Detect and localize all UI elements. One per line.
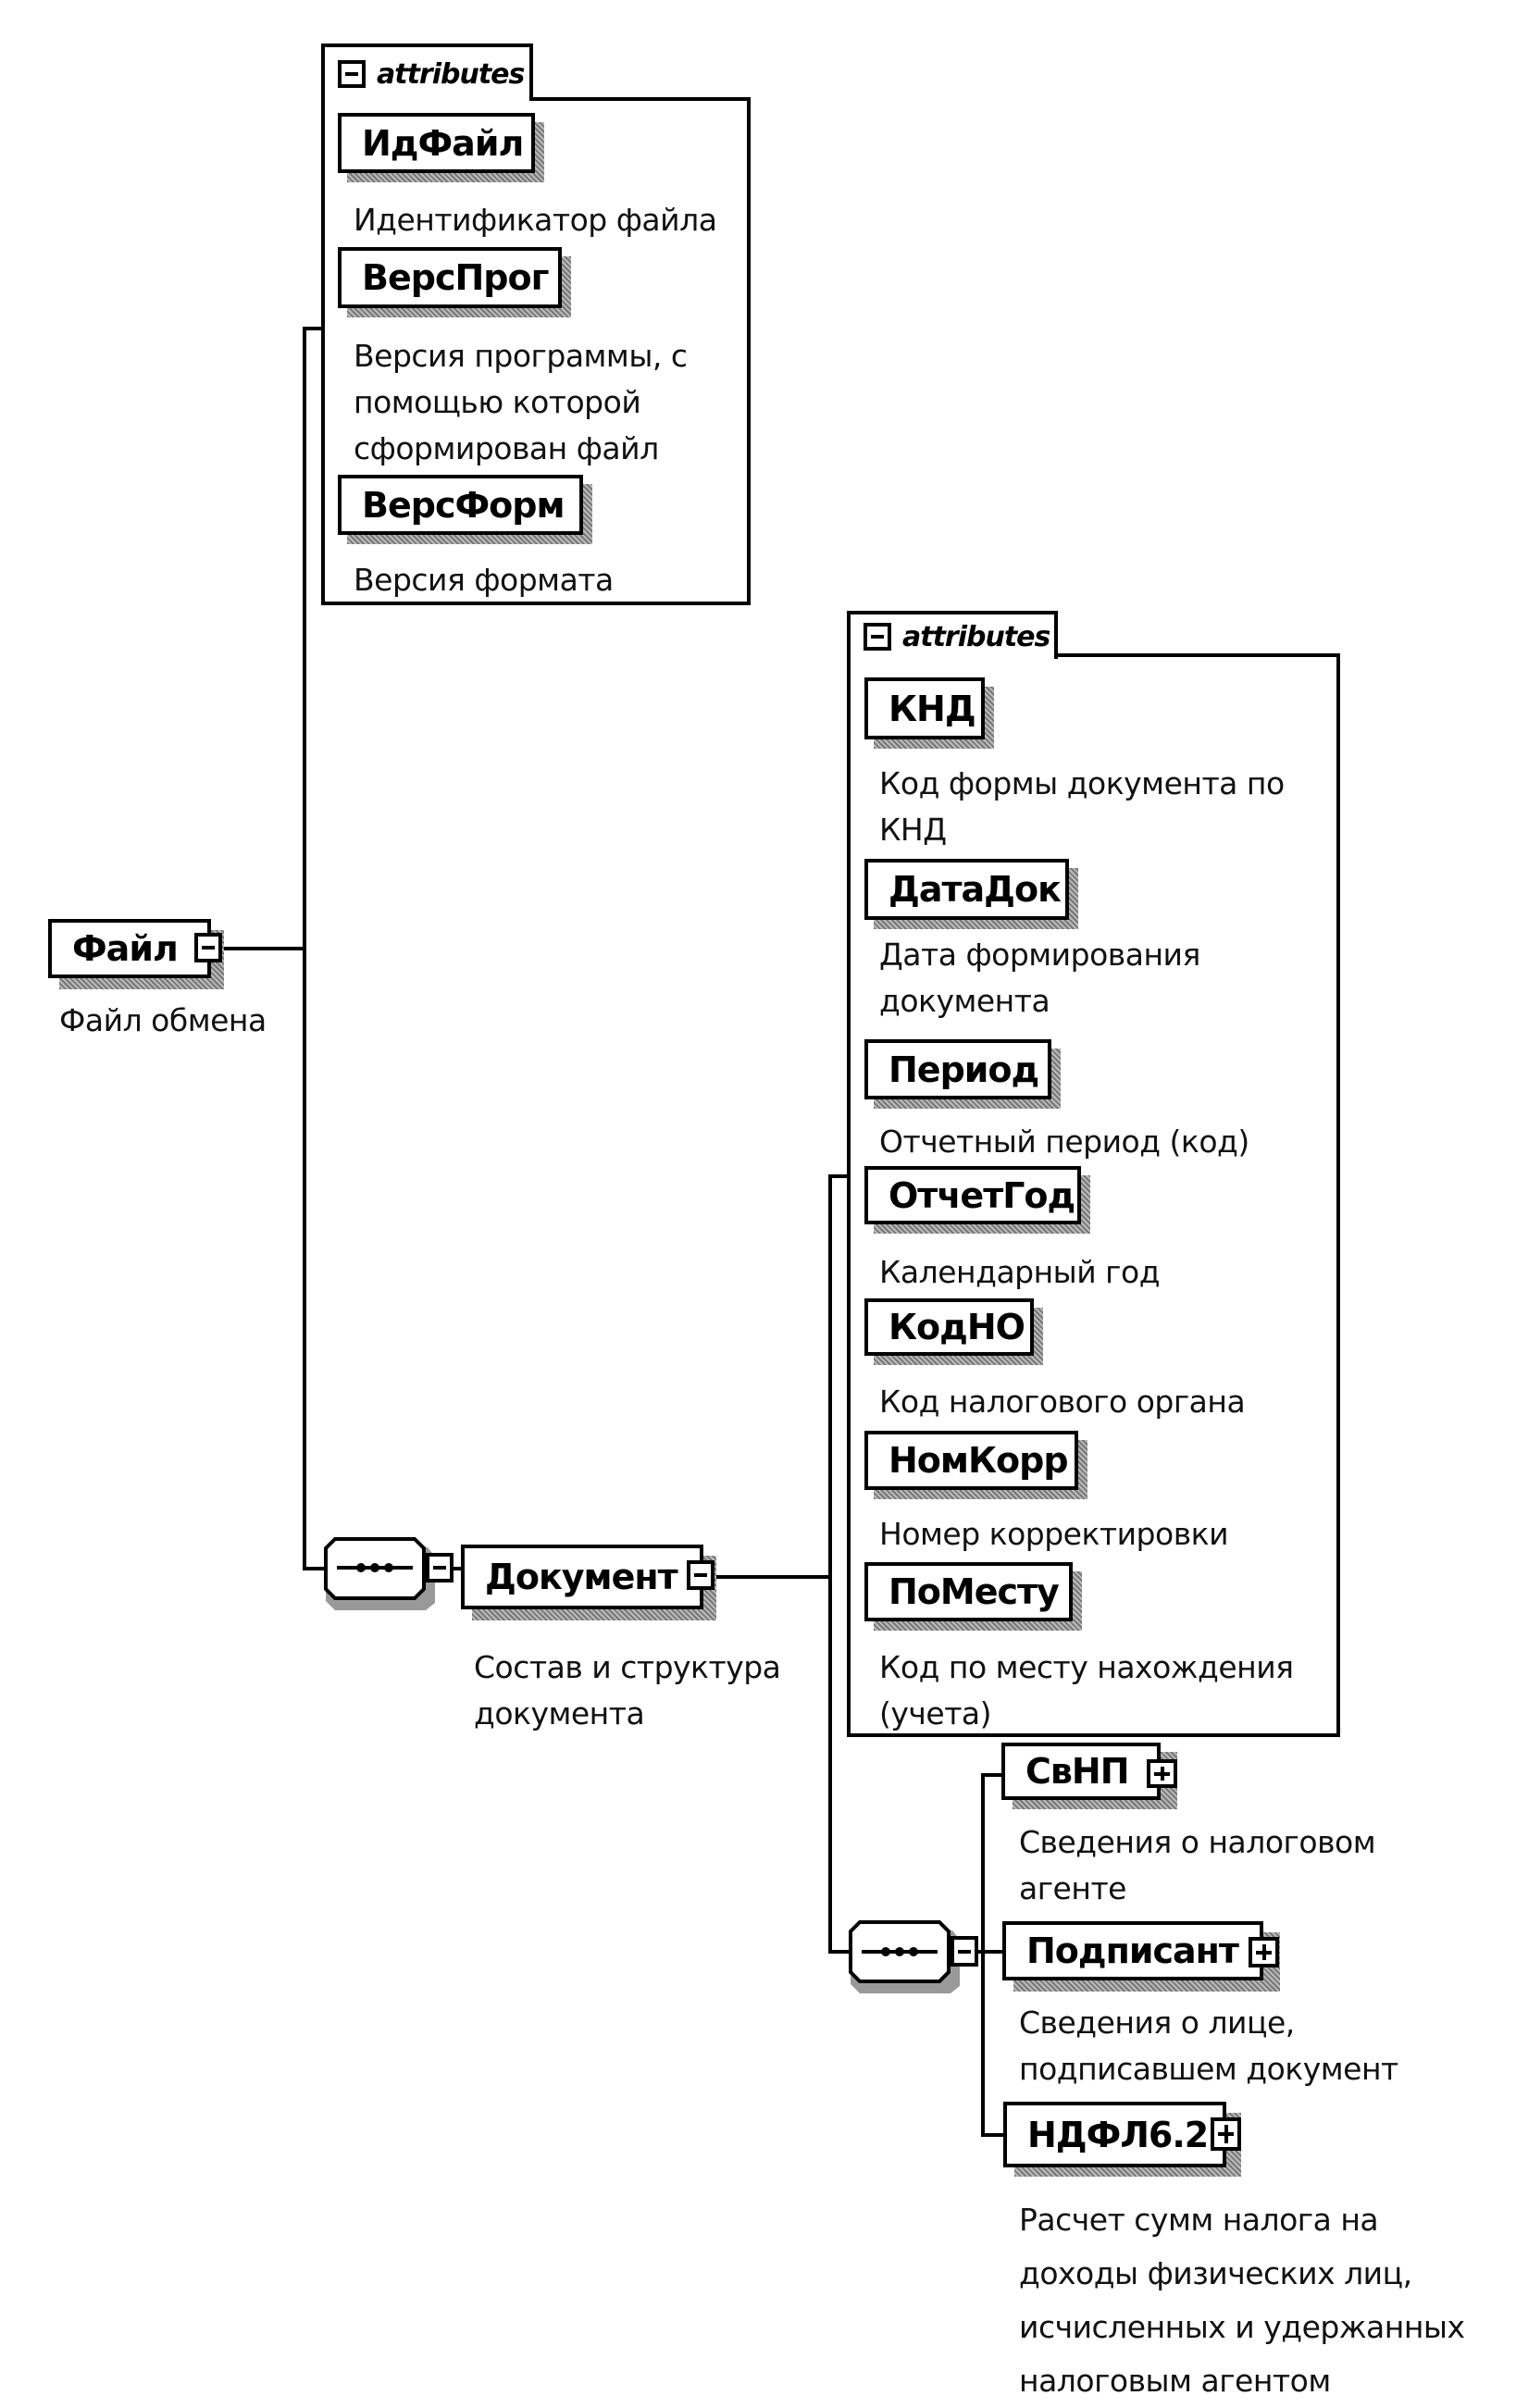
attribute-label: КНД [888, 688, 976, 729]
element-description: Сведения о лице, подписавшем документ [1019, 2005, 1398, 2087]
connector-doc-seq [828, 1950, 851, 1954]
attribute-description: Дата формирования документа [879, 937, 1200, 1019]
attribute-description: Версия программы, с помощью которой сфор… [354, 338, 688, 466]
expand-toggle-icon[interactable] [1249, 1937, 1279, 1967]
element-ndfl62[interactable]: НДФЛ6.2 [1003, 2102, 1226, 2167]
collapse-toggle-icon[interactable] [426, 1553, 454, 1583]
attribute-label: ВерсФорм [362, 484, 565, 526]
attribute-label: КодНО [888, 1307, 1025, 1347]
element-label: СвНП [1025, 1751, 1130, 1792]
attribute-nomkorr[interactable]: НомКорр [864, 1431, 1078, 1490]
attribute-label: Период [888, 1049, 1039, 1090]
attribute-description: Версия формата [354, 562, 614, 598]
attribute-versprog[interactable]: ВерсПрог [338, 247, 562, 308]
connector-root-out [222, 947, 304, 950]
expand-toggle-icon[interactable] [1211, 2117, 1241, 2151]
element-description: Файл обмена [59, 1002, 267, 1038]
tab-joint [325, 95, 529, 103]
element-svnp[interactable]: СвНП [1001, 1743, 1161, 1800]
attribute-versform[interactable]: ВерсФорм [338, 475, 583, 535]
element-label: Подписант [1026, 1930, 1239, 1971]
attribute-label: ИдФайл [362, 122, 524, 164]
attribute-description: Идентификатор файла [354, 202, 717, 238]
expand-toggle-icon[interactable] [1147, 1759, 1177, 1788]
attribute-knd[interactable]: КНД [864, 677, 985, 739]
attribute-description: Календарный год [879, 1254, 1161, 1290]
collapse-toggle-icon[interactable] [194, 933, 222, 962]
attribute-kodno[interactable]: КодНО [864, 1298, 1034, 1356]
connector-doc-out [715, 1575, 832, 1579]
attribute-label: ДатаДок [888, 869, 1062, 910]
connector-seq-doc [451, 1567, 463, 1570]
collapse-toggle-icon[interactable] [864, 623, 891, 651]
attribute-description: Отчетный период (код) [879, 1123, 1249, 1160]
attribute-description: Код по месту нахождения (учета) [879, 1649, 1294, 1732]
attribute-description: Код налогового органа [879, 1384, 1246, 1420]
element-fail[interactable]: Файл [48, 919, 211, 978]
connector-doc-trunk [828, 1174, 832, 1954]
element-label: НДФЛ6.2 [1027, 2114, 1209, 2155]
attribute-label: НомКорр [888, 1440, 1069, 1481]
element-dokument[interactable]: Документ [461, 1545, 703, 1609]
attribute-pomestu[interactable]: ПоМесту [864, 1562, 1073, 1621]
connector-root-trunk [303, 327, 306, 1570]
element-description: Состав и структура документа [474, 1649, 781, 1732]
connector-seq2-svnp [981, 1773, 1003, 1777]
connector-root-attrs [303, 327, 323, 330]
collapse-toggle-icon[interactable] [338, 60, 366, 88]
attributes-tab[interactable]: attributes [321, 43, 533, 101]
element-podpisant[interactable]: Подписант [1002, 1921, 1263, 1980]
attribute-description: Номер корректировки [879, 1516, 1229, 1552]
collapse-toggle-icon[interactable] [951, 1936, 978, 1967]
attribute-label: ОтчетГод [888, 1174, 1075, 1216]
element-description: Сведения о налоговом агенте [1019, 1824, 1376, 1906]
attributes-tab[interactable]: attributes [847, 611, 1058, 659]
sequence-compositor-icon [849, 1920, 960, 1993]
connector-seq2-ndfl [981, 2133, 1003, 2137]
connector-seq2-trunk [981, 1773, 985, 2137]
attribute-idfail[interactable]: ИдФайл [338, 113, 535, 173]
connector-root-seq [303, 1567, 326, 1570]
sequence-compositor-icon [324, 1537, 435, 1610]
attribute-otchetgod[interactable]: ОтчетГод [864, 1166, 1081, 1224]
element-description: Расчет сумм налога на доходы физических … [1019, 2202, 1465, 2399]
connector-seq2-podp [976, 1950, 1003, 1954]
attribute-label: ПоМесту [888, 1571, 1060, 1612]
attributes-title: attributes [902, 620, 1050, 653]
element-label: Файл [72, 928, 179, 969]
attribute-period[interactable]: Период [864, 1039, 1051, 1099]
attributes-title: attributes [377, 57, 525, 91]
attribute-label: ВерсПрог [362, 257, 549, 298]
tab-joint [851, 652, 1054, 659]
connector-doc-attrs [828, 1174, 849, 1178]
collapse-toggle-icon[interactable] [687, 1560, 715, 1590]
attribute-description: Код формы документа по КНД [879, 765, 1285, 848]
element-label: Документ [485, 1557, 678, 1597]
attribute-datadok[interactable]: ДатаДок [864, 859, 1069, 920]
